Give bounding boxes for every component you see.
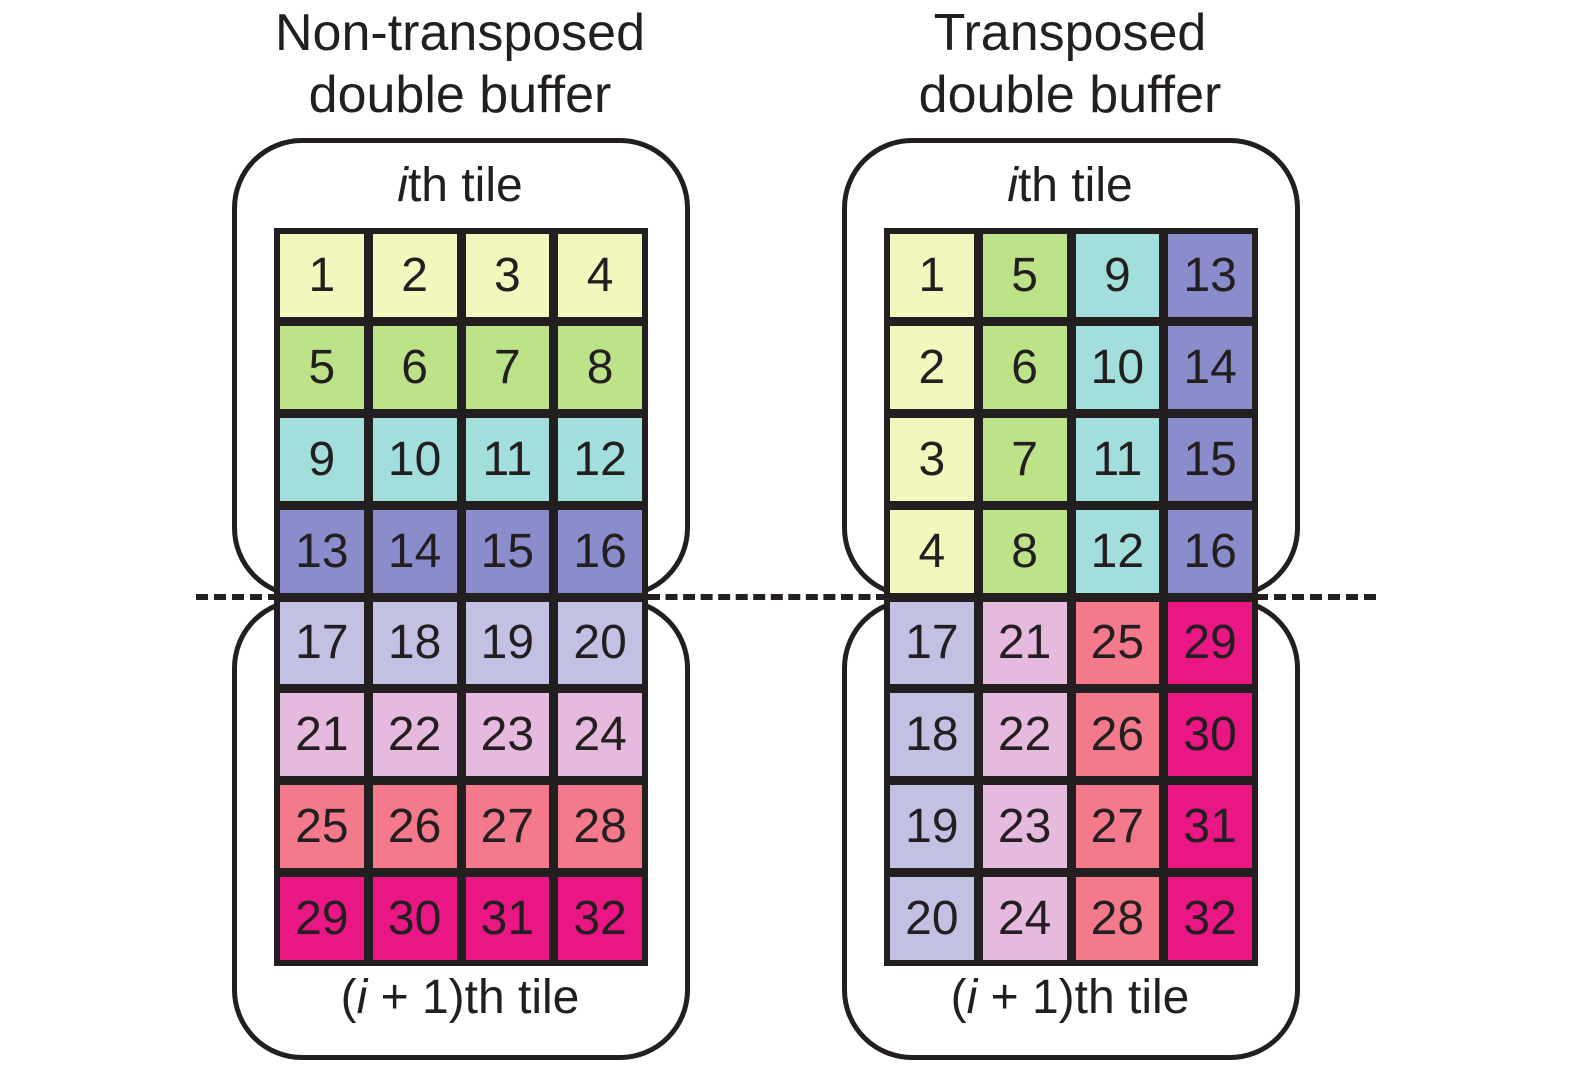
buffer-cell: 23 (465, 693, 550, 777)
buffer-cell: 28 (1075, 877, 1160, 960)
buffer-cell: 14 (372, 509, 457, 593)
tile-index-italic: i (1007, 159, 1018, 212)
buffer-cell: 15 (465, 509, 550, 593)
buffer-cell: 2 (372, 234, 457, 317)
buffer-cell: 6 (372, 325, 457, 409)
buffer-cell: 20 (890, 877, 974, 960)
buffer-cell: 19 (890, 785, 974, 869)
ith-tile-label: ith tile (770, 158, 1370, 214)
buffer-cell: 31 (1168, 785, 1252, 869)
buffer-cell: 3 (465, 234, 550, 317)
buffer-cell: 9 (280, 417, 364, 501)
buffer-cell: 26 (372, 785, 457, 869)
buffer-cell: 21 (982, 601, 1067, 685)
buffer-cell: 25 (1075, 601, 1160, 685)
buffer-cell: 13 (280, 509, 364, 593)
panel-title-line: double buffer (308, 66, 612, 124)
tile-label-text: + 1)th tile (367, 971, 580, 1024)
buffer-cell: 24 (558, 693, 642, 777)
buffer-cell: 24 (982, 877, 1067, 960)
buffer-cell: 13 (1168, 234, 1252, 317)
tile-boundary-dashed-line (196, 594, 280, 600)
buffer-cell: 18 (890, 693, 974, 777)
buffer-cell: 1 (280, 234, 364, 317)
buffer-cell: 5 (280, 325, 364, 409)
buffer-cell: 7 (982, 417, 1067, 501)
buffer-cell: 16 (1168, 509, 1252, 593)
buffer-cell: 30 (1168, 693, 1252, 777)
buffer-cell: 1 (890, 234, 974, 317)
buffer-cell: 7 (465, 325, 550, 409)
buffer-cell: 8 (558, 325, 642, 409)
buffer-cell: 2 (890, 325, 974, 409)
tile-label-text: th tile (1017, 159, 1133, 212)
buffer-cell: 22 (982, 693, 1067, 777)
next-tile-label: (i + 1)th tile (770, 970, 1370, 1026)
tile-label-text: + 1)th tile (977, 971, 1190, 1024)
panel-title: Transposed double buffer (770, 2, 1370, 126)
buffer-cell: 23 (982, 785, 1067, 869)
next-tile-label: (i + 1)th tile (160, 970, 760, 1026)
buffer-cell: 26 (1075, 693, 1160, 777)
tile-boundary-dashed-line (648, 594, 888, 600)
buffer-cell: 27 (465, 785, 550, 869)
buffer-cell: 27 (1075, 785, 1160, 869)
panel-title-line: Transposed (933, 4, 1207, 62)
buffer-cell: 9 (1075, 234, 1160, 317)
tile-index-italic: i (966, 971, 978, 1024)
buffer-cell: 11 (1075, 417, 1160, 501)
buffer-cell: 11 (465, 417, 550, 501)
tile-boundary-dashed-line (1256, 594, 1376, 600)
buffer-cell: 28 (558, 785, 642, 869)
panel-title-line: Non-transposed (275, 4, 645, 62)
panel-title-line: double buffer (918, 66, 1222, 124)
buffer-cell: 20 (558, 601, 642, 685)
buffer-cell: 17 (890, 601, 974, 685)
buffer-cell: 29 (1168, 601, 1252, 685)
buffer-cell: 3 (890, 417, 974, 501)
buffer-cell: 32 (558, 877, 642, 960)
buffer-cell: 10 (1075, 325, 1160, 409)
buffer-cell: 19 (465, 601, 550, 685)
buffer-cell: 12 (558, 417, 642, 501)
buffer-cell: 29 (280, 877, 364, 960)
ith-tile-label: ith tile (160, 158, 760, 214)
buffer-cell: 5 (982, 234, 1067, 317)
tile-index-italic: i (356, 971, 368, 1024)
buffer-cell: 16 (558, 509, 642, 593)
buffer-cell: 6 (982, 325, 1067, 409)
tile-index-italic: i (397, 159, 408, 212)
buffer-cell: 14 (1168, 325, 1252, 409)
buffer-cell: 22 (372, 693, 457, 777)
buffer-cell: 18 (372, 601, 457, 685)
buffer-cell: 25 (280, 785, 364, 869)
tile-label-open-paren: ( (950, 971, 967, 1024)
buffer-cell: 21 (280, 693, 364, 777)
buffer-cell: 17 (280, 601, 364, 685)
buffer-cell: 4 (890, 509, 974, 593)
tile-label-text: th tile (407, 159, 523, 212)
buffer-cell: 4 (558, 234, 642, 317)
panel-title: Non-transposed double buffer (160, 2, 760, 126)
buffer-cell: 32 (1168, 877, 1252, 960)
buffer-cell: 30 (372, 877, 457, 960)
tile-label-open-paren: ( (340, 971, 357, 1024)
buffer-cell: 15 (1168, 417, 1252, 501)
buffer-cell: 8 (982, 509, 1067, 593)
buffer-cell: 12 (1075, 509, 1160, 593)
buffer-cell: 10 (372, 417, 457, 501)
buffer-cell: 31 (465, 877, 550, 960)
